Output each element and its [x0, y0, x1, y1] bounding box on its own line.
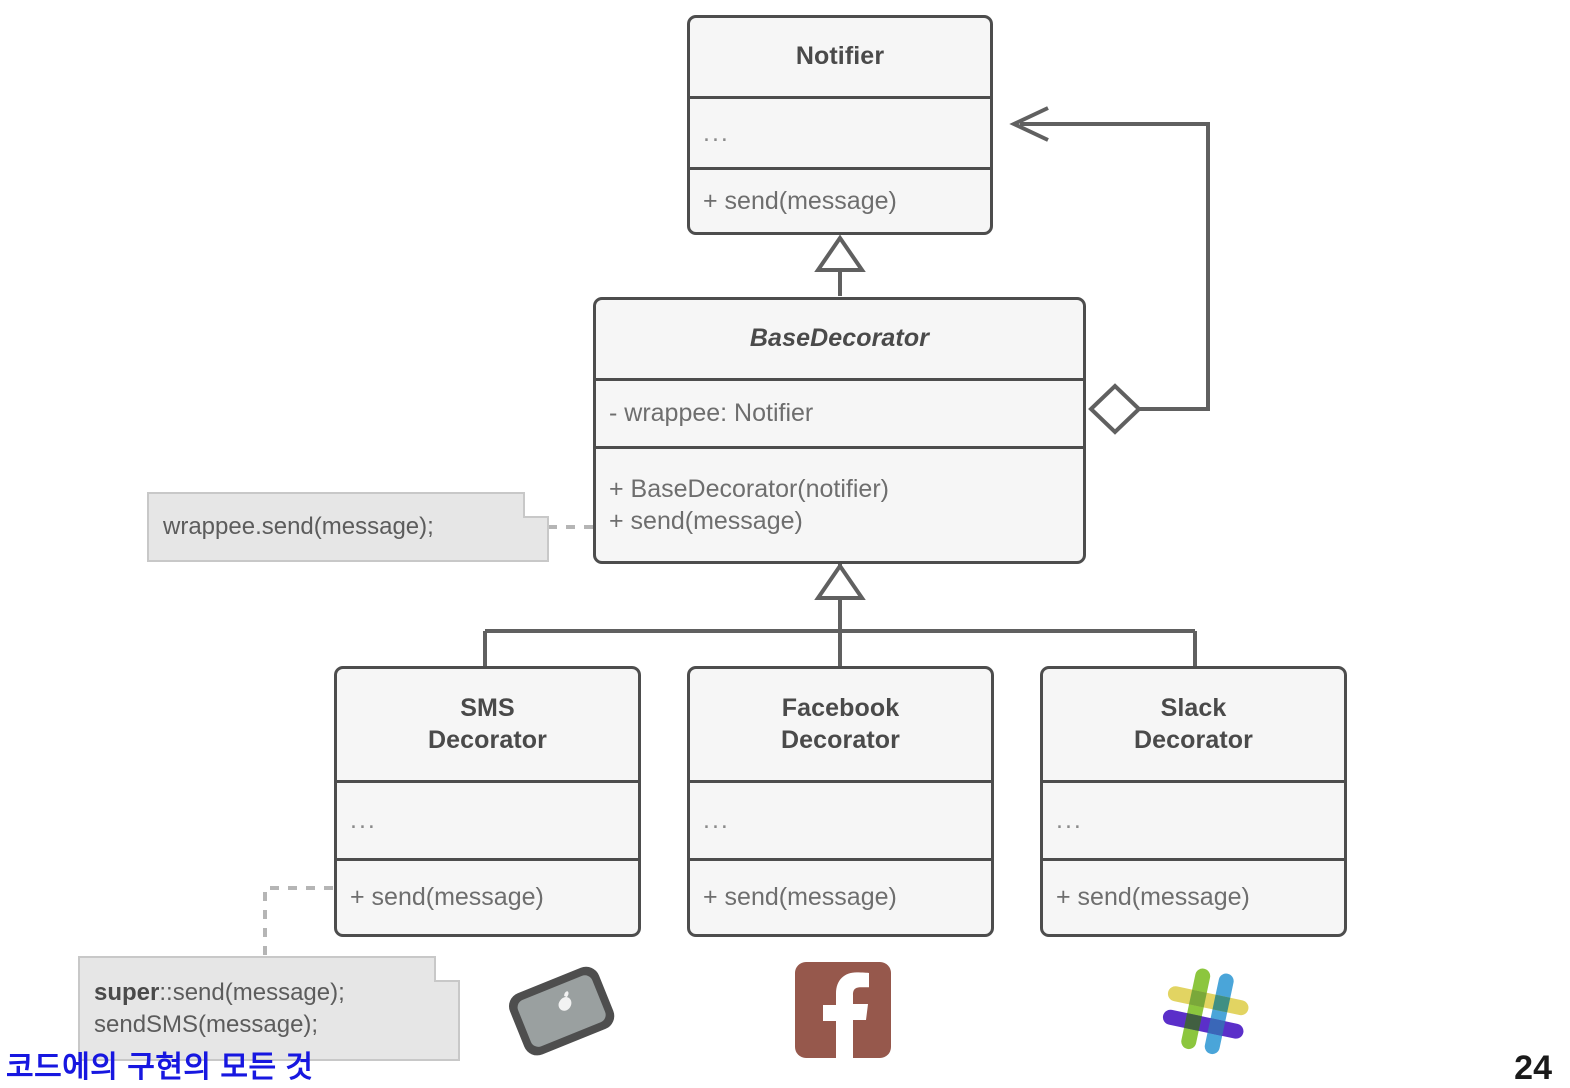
class-operations-facebookdecorator: + send(message) — [690, 858, 991, 934]
attribute-row: ... — [350, 806, 377, 835]
note-line: sendSMS(message); — [94, 1010, 319, 1038]
class-title-line: SMS — [460, 694, 515, 722]
operation-row: + send(message) — [703, 883, 897, 912]
class-operations-smsdecorator: + send(message) — [337, 858, 638, 934]
operation-row: + send(message) — [1056, 883, 1250, 912]
class-box-notifier[interactable]: Notifier ... + send(message) — [687, 15, 993, 235]
class-attributes-notifier: ... — [690, 96, 990, 167]
class-title-line: Decorator — [781, 725, 900, 754]
class-operations-slackdecorator: + send(message) — [1043, 858, 1344, 934]
note-keyword-super: super — [94, 978, 160, 1006]
aggregation-arrowhead-notifier — [1009, 106, 1049, 142]
attribute-row: - wrappee: Notifier — [609, 399, 814, 428]
class-attributes-smsdecorator: ... — [337, 780, 638, 858]
class-attributes-slackdecorator: ... — [1043, 780, 1344, 858]
class-title-smsdecorator: SMS Decorator — [337, 669, 638, 780]
note-fold-corner — [434, 956, 460, 982]
class-box-smsdecorator[interactable]: SMS Decorator ... + send(message) — [334, 666, 641, 937]
note-anchor-sms-send — [263, 886, 338, 955]
class-box-basedecorator[interactable]: BaseDecorator - wrappee: Notifier + Base… — [593, 297, 1086, 564]
class-title-basedecorator: BaseDecorator — [749, 324, 930, 353]
class-attributes-facebookdecorator: ... — [690, 780, 991, 858]
page-number: 24 — [1514, 1049, 1552, 1087]
class-operations-notifier: + send(message) — [690, 167, 990, 232]
class-title-notifier: Notifier — [795, 42, 885, 71]
class-title-slackdecorator: Slack Decorator — [1043, 669, 1344, 780]
class-operations-basedecorator: + BaseDecorator(notifier) + send(message… — [596, 446, 1083, 561]
class-title-line: Facebook — [781, 694, 900, 722]
operation-row: + send(message) — [350, 883, 544, 912]
class-title-line: Slack — [1160, 694, 1227, 722]
facebook-icon — [795, 962, 891, 1058]
operation-row: + send(message) — [703, 186, 897, 215]
aggregation-diamond-wrappee — [1088, 383, 1142, 435]
attribute-row: ... — [703, 806, 730, 835]
class-box-slackdecorator[interactable]: Slack Decorator ... + send(message) — [1040, 666, 1347, 937]
note-line: wrappee.send(message); — [163, 513, 434, 541]
attribute-row: ... — [1056, 806, 1083, 835]
footer-note: 코드에의 구현의 모든 것 — [6, 1051, 314, 1084]
class-box-facebookdecorator[interactable]: Facebook Decorator ... + send(message) — [687, 666, 994, 937]
class-attributes-basedecorator: - wrappee: Notifier — [596, 378, 1083, 446]
note-line: super::send(message); — [94, 977, 444, 1009]
operation-row: + BaseDecorator(notifier) — [609, 474, 889, 503]
generalization-arrowhead-basedecorator — [814, 562, 866, 600]
note-wrappee-send[interactable]: wrappee.send(message); — [147, 492, 549, 562]
attribute-row: ... — [703, 118, 730, 147]
generalization-arrowhead-notifier — [814, 234, 866, 272]
class-title-facebookdecorator: Facebook Decorator — [690, 669, 991, 780]
slack-icon — [1155, 960, 1257, 1062]
note-sms-send[interactable]: super::send(message); sendSMS(message); — [78, 956, 460, 1061]
class-title-line: Decorator — [428, 725, 547, 754]
operation-row: + send(message) — [609, 507, 803, 535]
note-line-rest: ::send(message); — [159, 978, 345, 1006]
note-fold-corner — [523, 492, 549, 518]
smartphone-icon — [492, 962, 632, 1062]
class-title-line: Decorator — [1134, 725, 1253, 754]
